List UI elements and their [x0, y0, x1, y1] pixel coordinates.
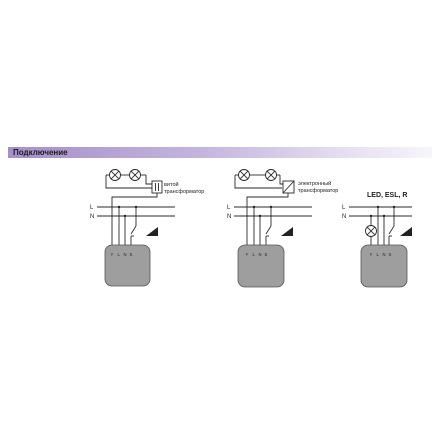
terminal-label: S — [130, 252, 133, 257]
transformer-label: электронный — [298, 180, 331, 187]
load-label: LED, ESL, R — [367, 192, 407, 199]
line-n-label: N — [227, 214, 231, 220]
lamp-icon — [129, 169, 141, 181]
dimmer-ramp-icon — [400, 227, 412, 236]
section-title: Подключение — [13, 148, 68, 157]
line-l-label: L — [342, 205, 346, 211]
terminal-label: N — [383, 252, 386, 257]
dimmer-device — [237, 244, 285, 288]
dimmer-ramp-icon — [281, 227, 293, 236]
diagram-led-esl-r: LED, ESL, R L N Y L N S — [342, 192, 412, 288]
terminal-label: Y — [111, 252, 114, 257]
lamp-icon — [109, 169, 121, 181]
line-n-label: N — [342, 214, 346, 220]
section-header-bar: Подключение — [8, 147, 432, 158]
electronic-transformer-icon — [282, 180, 295, 194]
terminal-label: Y — [370, 252, 373, 257]
terminal-label: L — [118, 252, 121, 257]
terminal-label: L — [377, 252, 380, 257]
transformer-label: витой — [164, 181, 179, 188]
transformer-label: трансформатор — [164, 189, 204, 195]
dimmer-device — [360, 244, 408, 288]
dimmer-ramp-icon — [146, 227, 158, 236]
lamp-icon — [238, 169, 250, 181]
terminal-label: S — [389, 252, 392, 257]
terminal-label: N — [124, 252, 127, 257]
terminal-label: N — [259, 252, 262, 257]
transformer-label: трансформатор — [298, 188, 338, 194]
line-n-label: N — [90, 214, 94, 220]
diagram-electronic-transformer: L N электронный трансформатор — [227, 169, 338, 288]
wound-transformer-icon — [151, 180, 163, 194]
lamp-icon — [365, 225, 377, 237]
terminal-label: L — [253, 252, 256, 257]
line-l-label: L — [227, 205, 231, 211]
diagram-wound-transformer: L N витой трансформатор — [90, 169, 204, 287]
lamp-icon — [265, 169, 277, 181]
dimmer-device — [104, 244, 151, 287]
terminal-label: Y — [246, 252, 249, 257]
terminal-label: S — [265, 252, 268, 257]
line-l-label: L — [90, 205, 94, 211]
